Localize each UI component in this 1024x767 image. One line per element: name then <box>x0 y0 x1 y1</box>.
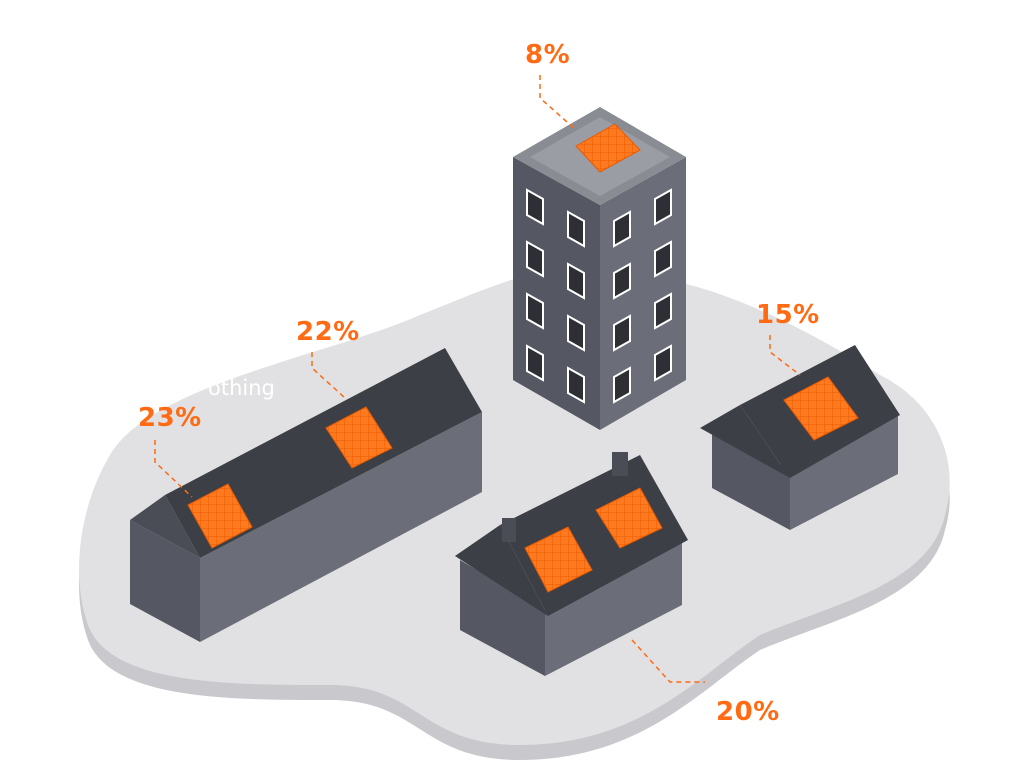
window <box>613 366 631 404</box>
small-house-percentage-label: 15% <box>756 300 820 330</box>
solar-panel <box>325 406 393 469</box>
window <box>654 188 672 226</box>
apartment-tower <box>513 107 686 430</box>
ground <box>79 267 950 745</box>
small-house <box>700 345 900 530</box>
window <box>567 366 585 404</box>
window <box>567 210 585 248</box>
middle-house <box>455 452 688 676</box>
leader-lines <box>154 75 801 683</box>
solar-panel <box>575 123 641 173</box>
long-house-left-percentage-label: 23% <box>138 403 202 433</box>
tower-percentage-label: 8% <box>525 40 571 70</box>
solar-panel <box>524 526 593 593</box>
window <box>526 240 544 278</box>
window <box>654 292 672 330</box>
solar-panel <box>783 376 859 441</box>
window <box>526 344 544 382</box>
middle-house-percentage-label: 20% <box>716 697 780 727</box>
window <box>526 188 544 226</box>
window <box>613 262 631 300</box>
window <box>526 292 544 330</box>
window <box>613 210 631 248</box>
window <box>567 314 585 352</box>
terraced-house <box>130 348 482 642</box>
window <box>613 314 631 352</box>
solar-panel <box>595 487 663 549</box>
long-house-right-percentage-label: 22% <box>296 317 360 347</box>
partial-caption: othing <box>208 376 275 400</box>
window <box>567 262 585 300</box>
window <box>654 240 672 278</box>
window <box>654 344 672 382</box>
solar-panel <box>187 483 253 549</box>
